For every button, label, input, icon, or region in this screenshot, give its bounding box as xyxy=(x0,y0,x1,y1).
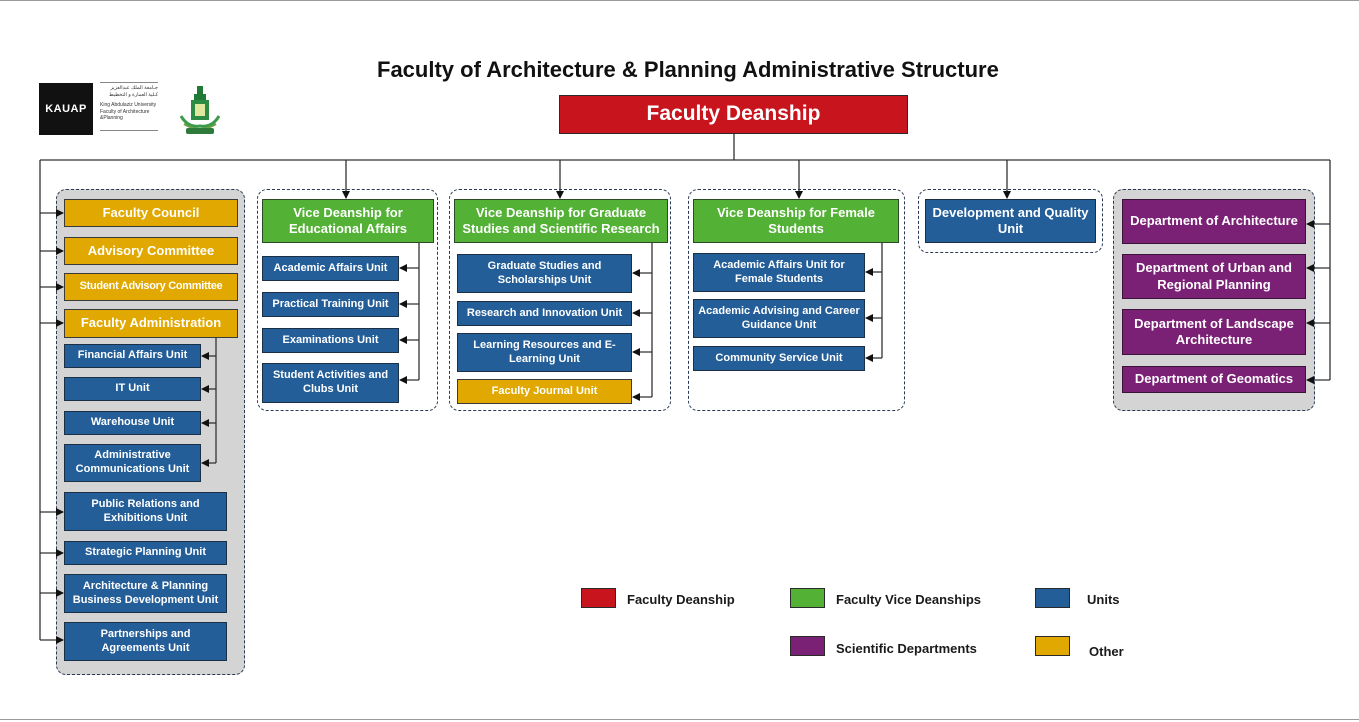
educational-affairs-group xyxy=(257,189,438,411)
student-activities-unit-box: Student Activities and Clubs Unit xyxy=(262,363,399,403)
top-border xyxy=(0,0,1359,1)
faculty-deanship-box: Faculty Deanship xyxy=(559,95,908,134)
female-academic-affairs-unit-box: Academic Affairs Unit for Female Student… xyxy=(693,253,865,292)
it-unit-box: IT Unit xyxy=(64,377,201,401)
vice-deanship-educational-affairs-box: Vice Deanship for Educational Affairs xyxy=(262,199,434,243)
legend-label-departments: Scientific Departments xyxy=(836,641,977,656)
department-architecture-box: Department of Architecture xyxy=(1122,199,1306,244)
legend-label-units: Units xyxy=(1087,592,1120,607)
bottom-border xyxy=(0,719,1359,720)
legend-swatch-departments xyxy=(790,636,825,656)
development-quality-unit-box: Development and Quality Unit xyxy=(925,199,1096,243)
legend-label-deanship: Faculty Deanship xyxy=(627,592,735,607)
academic-advising-unit-box: Academic Advising and Career Guidance Un… xyxy=(693,299,865,338)
department-landscape-box: Department of Landscape Architecture xyxy=(1122,309,1306,355)
faculty-logo-text: جـامعة الملك عبدالعزيز كـلية العمارة و ا… xyxy=(100,82,158,136)
partnerships-unit-box: Partnerships and Agreements Unit xyxy=(64,622,227,661)
learning-resources-unit-box: Learning Resources and E-Learning Unit xyxy=(457,333,632,372)
warehouse-unit-box: Warehouse Unit xyxy=(64,411,201,435)
vice-deanship-female-students-box: Vice Deanship for Female Students xyxy=(693,199,899,243)
logo-english-2: Faculty of Architecture &Planning xyxy=(100,108,150,122)
graduate-studies-unit-box: Graduate Studies and Scholarships Unit xyxy=(457,254,632,293)
legend-swatch-vice xyxy=(790,588,825,608)
strategic-planning-unit-box: Strategic Planning Unit xyxy=(64,541,227,565)
faculty-council-box: Faculty Council xyxy=(64,199,238,227)
female-students-group xyxy=(688,189,905,411)
examinations-unit-box: Examinations Unit xyxy=(262,328,399,353)
vice-deanship-graduate-studies-box: Vice Deanship for Graduate Studies and S… xyxy=(454,199,668,243)
business-development-unit-box: Architecture & Planning Business Develop… xyxy=(64,574,227,613)
legend-swatch-other xyxy=(1035,636,1070,656)
advisory-committee-box: Advisory Committee xyxy=(64,237,238,265)
logo-arabic-2: كـلية العمارة و التخطيط xyxy=(108,91,158,98)
kauap-logo: KAUAP xyxy=(39,83,93,135)
community-service-unit-box: Community Service Unit xyxy=(693,346,865,371)
administrative-communications-unit-box: Administrative Communications Unit xyxy=(64,444,201,482)
logo-arabic-1: جـامعة الملك عبدالعزيز xyxy=(110,85,158,91)
research-innovation-unit-box: Research and Innovation Unit xyxy=(457,301,632,326)
logo-english-1: King Abdulaziz University xyxy=(100,102,157,108)
legend-swatch-deanship xyxy=(581,588,616,608)
practical-training-unit-box: Practical Training Unit xyxy=(262,292,399,317)
department-urban-planning-box: Department of Urban and Regional Plannin… xyxy=(1122,254,1306,299)
kau-emblem-icon xyxy=(179,86,221,134)
department-geomatics-box: Department of Geomatics xyxy=(1122,366,1306,393)
legend-label-other: Other xyxy=(1089,644,1124,659)
faculty-journal-unit-box: Faculty Journal Unit xyxy=(457,379,632,404)
legend-label-vice: Faculty Vice Deanships xyxy=(836,592,981,607)
student-advisory-committee-box: Student Advisory Committee xyxy=(64,273,238,301)
public-relations-unit-box: Public Relations and Exhibitions Unit xyxy=(64,492,227,531)
development-group xyxy=(918,189,1103,253)
academic-affairs-unit-box: Academic Affairs Unit xyxy=(262,256,399,281)
legend-swatch-units xyxy=(1035,588,1070,608)
page-title: Faculty of Architecture & Planning Admin… xyxy=(377,57,999,82)
financial-affairs-unit-box: Financial Affairs Unit xyxy=(64,344,201,368)
faculty-administration-box: Faculty Administration xyxy=(64,309,238,338)
